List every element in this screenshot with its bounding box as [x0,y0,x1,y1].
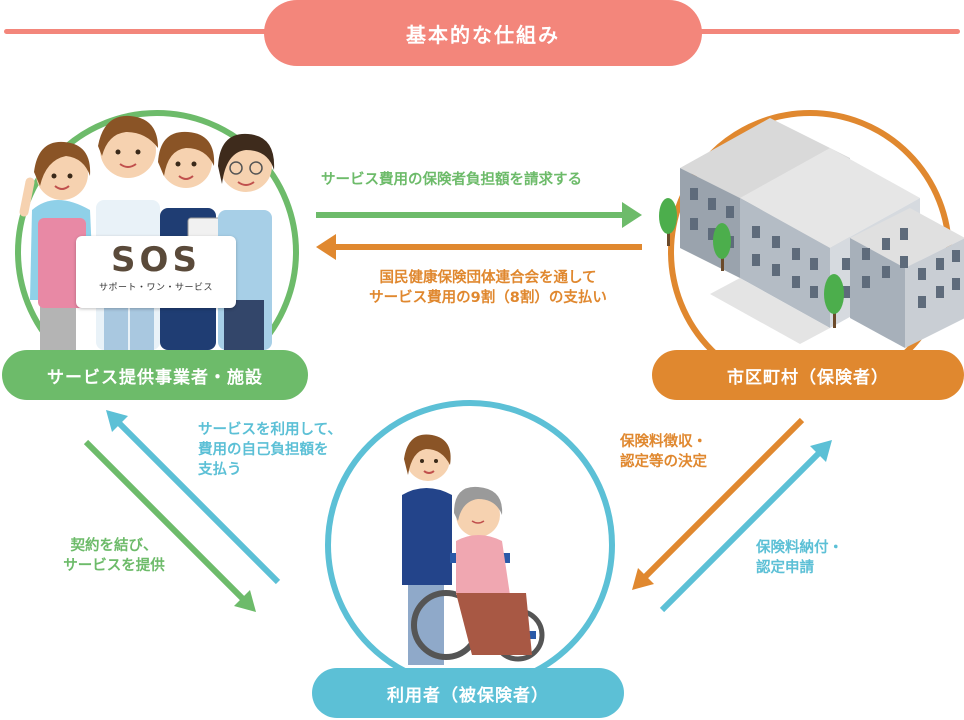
caregiver-icon [402,435,452,666]
title-rule-left [4,29,274,34]
municipal-building-illustration [660,108,964,348]
contract-label-line2: サービスを提供 [48,556,180,576]
premium-pay-line2: 認定申請 [756,558,843,578]
title-rule-right [690,29,960,34]
contract-label-line1: 契約を結び、 [48,536,180,556]
premium-pay-line1: 保険料納付・ [756,538,843,558]
arrow-payment [316,234,642,260]
provider-node-label: サービス提供事業者・施設 [2,350,308,400]
diagram-title: 基本的な仕組み [264,0,702,66]
contract-label: 契約を結び、 サービスを提供 [48,536,180,576]
payment-label: 国民健康保険団体連合会を通して サービス費用の9割（8割）の支払い [330,268,646,308]
copay-label-line1: サービスを利用して、 [198,420,342,440]
elderly-person-icon [454,487,532,655]
caregiver-wheelchair-illustration [386,425,566,675]
sos-logo-subtitle: サポート・ワン・サービス [76,280,236,293]
sos-logo: SOS [76,240,236,280]
payment-label-line1: 国民健康保険団体連合会を通して [330,268,646,288]
care-staff-illustration [10,100,310,360]
premium-collect-label: 保険料徴収・ 認定等の決定 [620,432,707,472]
copay-label-line2: 費用の自己負担額を [198,440,342,460]
sos-logo-card: SOS サポート・ワン・サービス [76,236,236,308]
municipality-node-label: 市区町村（保険者） [652,350,964,400]
premium-collect-line2: 認定等の決定 [620,452,707,472]
arrow-billing [316,202,642,228]
copay-label-line3: 支払う [198,460,342,480]
payment-label-line2: サービス費用の9割（8割）の支払い [330,288,646,308]
premium-pay-label: 保険料納付・ 認定申請 [756,538,843,578]
user-node-label: 利用者（被保険者） [312,668,624,718]
billing-label: サービス費用の保険者負担額を請求する [321,170,582,190]
copay-label: サービスを利用して、 費用の自己負担額を 支払う [198,420,342,480]
premium-collect-line1: 保険料徴収・ [620,432,707,452]
